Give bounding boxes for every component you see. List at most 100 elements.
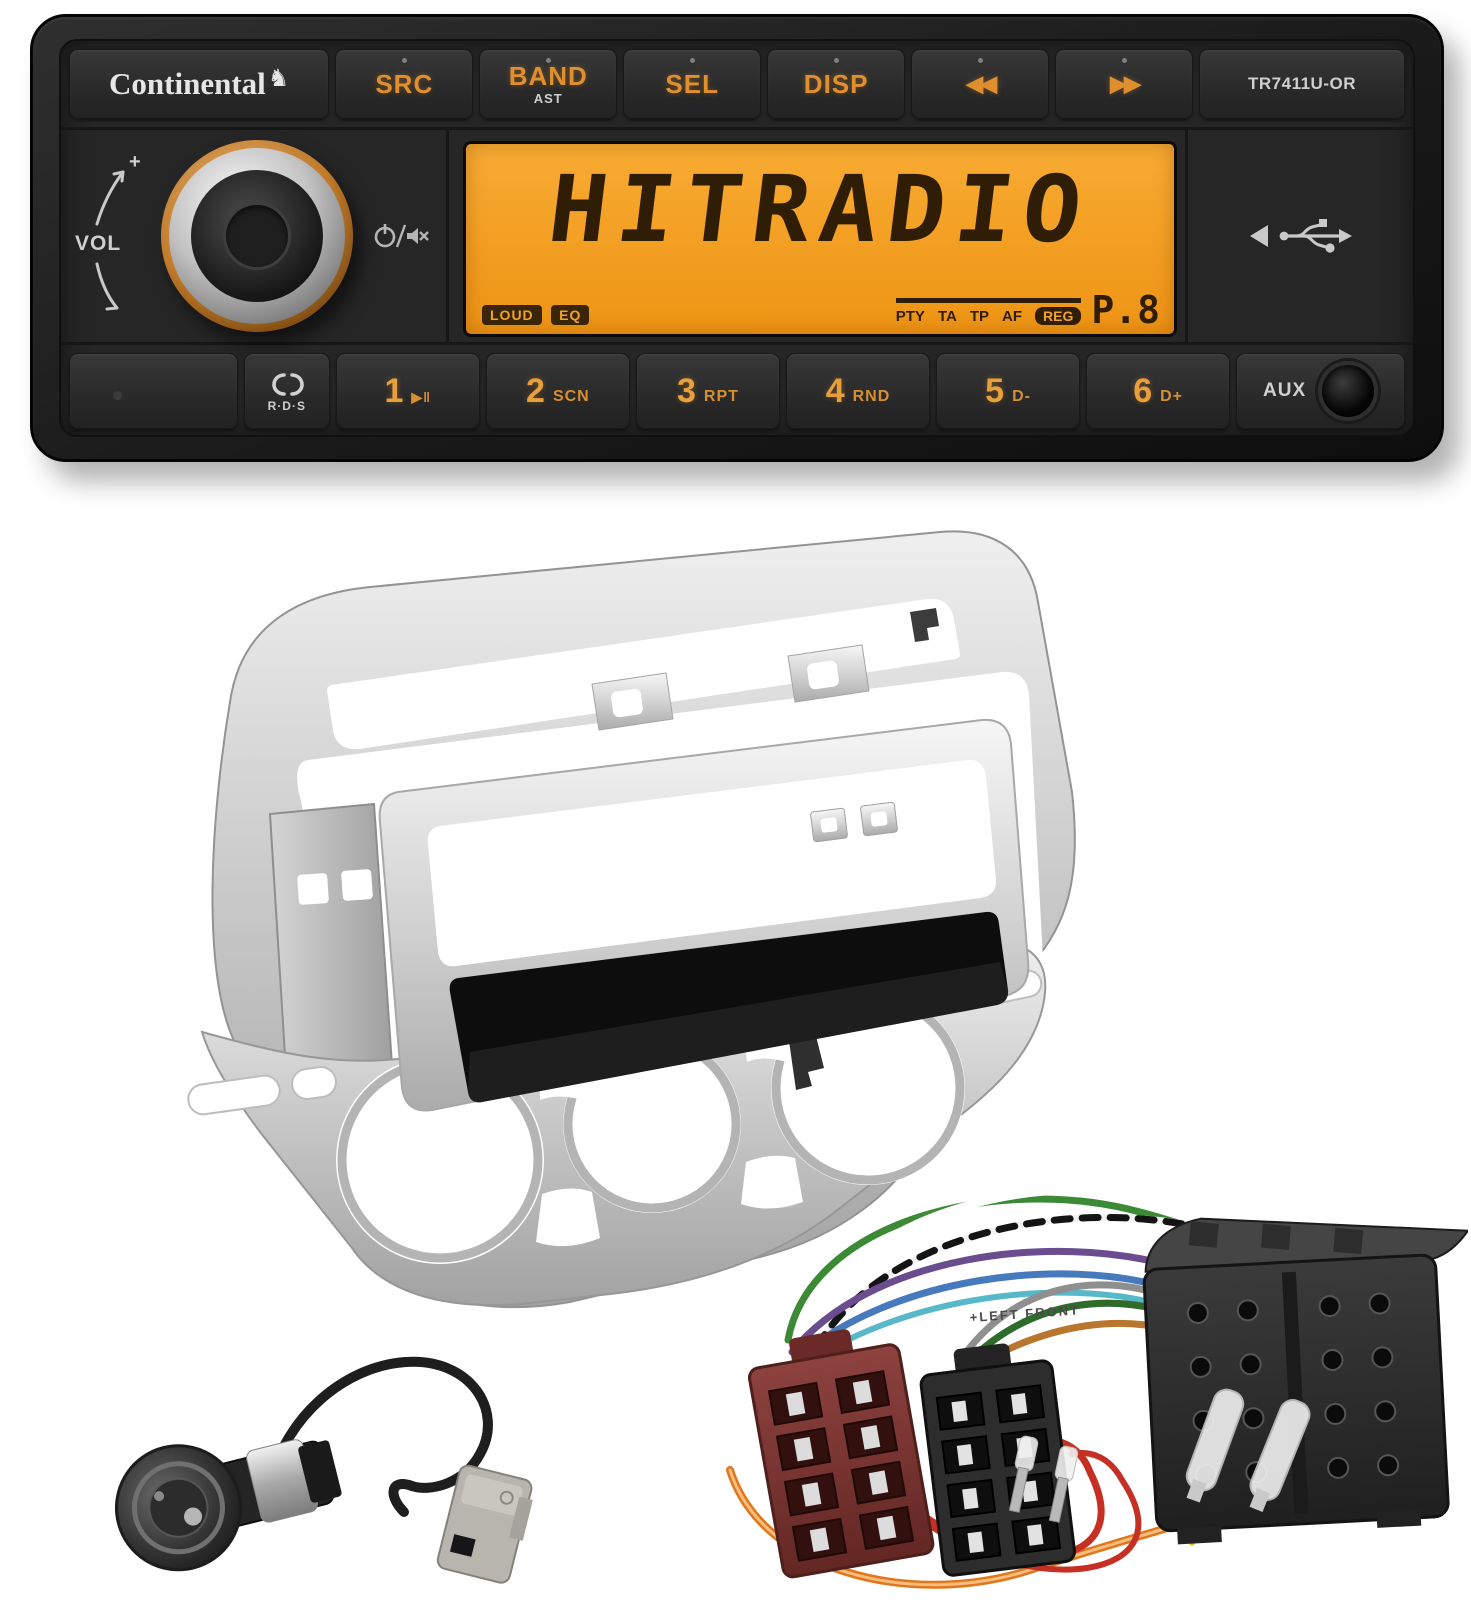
wiring-harness-image: +LEFT FRONT xyxy=(726,1185,1468,1589)
ta-indicator: TA xyxy=(937,307,957,325)
brand-logo: Continental ♞ xyxy=(69,49,330,119)
sel-button: SEL xyxy=(623,49,762,119)
aux-jack-socket xyxy=(1318,361,1379,421)
display-panel: HITRADIO LOUD EQ PTY TA TP xyxy=(449,130,1185,342)
loud-badge: LOUD xyxy=(482,305,542,325)
radio-middle-row: + VOL xyxy=(61,130,1413,342)
dash-frame-image xyxy=(187,530,1076,1308)
disp-button-label: DISP xyxy=(803,68,869,99)
src-button: SRC xyxy=(335,49,474,119)
radio-top-button-row: Continental ♞ SRC BAND AST SEL xyxy=(61,41,1413,130)
fast-forward-icon: ▶▶ xyxy=(1110,71,1141,96)
af-indicator: AF xyxy=(1002,307,1023,325)
eq-badge: EQ xyxy=(551,305,590,325)
crimp-terminal xyxy=(1008,1435,1039,1513)
preset-4-sublabel: RND xyxy=(852,388,891,405)
fast-forward-button: ▶▶ xyxy=(1055,49,1194,119)
src-button-label: SRC xyxy=(375,68,434,99)
radio-bottom-button-row: R·D·S 1 ▶‖ 2 SCN 3 RPT 4 RND xyxy=(61,342,1413,437)
tp-indicator: TP xyxy=(969,307,990,325)
preset-3-button: 3 RPT xyxy=(635,353,780,429)
vent-clip-hole xyxy=(807,660,839,690)
lcd-left-badges: LOUD EQ xyxy=(482,305,594,325)
preset-2-number: 2 xyxy=(526,371,545,410)
usb-port-panel xyxy=(1185,130,1413,342)
preset-3-number: 3 xyxy=(676,371,696,410)
button-led xyxy=(978,58,984,63)
disp-button: DISP xyxy=(767,49,906,119)
rewind-icon: ◀◀ xyxy=(966,71,997,96)
antenna-adapter-image xyxy=(114,1356,533,1584)
preset-4-number: 4 xyxy=(825,371,845,410)
button-led xyxy=(402,58,408,63)
model-label-panel: TR7411U-OR xyxy=(1199,49,1405,119)
rds-indicator-bar: PTY TA TP AF REG xyxy=(895,298,1082,325)
rds-logo-panel: R·D·S xyxy=(243,353,330,429)
button-led xyxy=(546,58,552,63)
vent-clip-hole xyxy=(611,688,643,718)
radio-slot-opening xyxy=(427,759,997,967)
band-button: BAND AST xyxy=(479,49,618,119)
din-bezel xyxy=(378,718,1030,1112)
play-pause-icon: ▶‖ xyxy=(411,388,432,405)
aux-panel: AUX xyxy=(1236,353,1405,429)
storage-pocket-floor xyxy=(468,962,1009,1103)
preset-5-button: 5 D- xyxy=(936,353,1081,429)
bullet-connector xyxy=(1185,1388,1245,1503)
preset-3-sublabel: RPT xyxy=(703,388,739,405)
horse-icon: ♞ xyxy=(267,64,290,92)
model-number: TR7411U-OR xyxy=(1248,74,1356,93)
power-mute-icon xyxy=(374,224,429,248)
usb-icon xyxy=(1249,219,1352,253)
band-button-label: BAND xyxy=(508,61,588,91)
preset-5-number: 5 xyxy=(985,371,1005,410)
antenna-cable xyxy=(267,1356,493,1517)
lcd-status-row: LOUD EQ PTY TA TP AF REG xyxy=(482,287,1160,332)
blank-panel xyxy=(69,353,238,429)
preset-1-number: 1 xyxy=(384,371,404,410)
iso-connector-red xyxy=(747,1329,935,1579)
vehicle-antenna-connector xyxy=(436,1464,533,1584)
preset-6-number: 6 xyxy=(1133,371,1153,410)
knob-chrome-ring xyxy=(169,148,345,324)
preset-6-sublabel: D+ xyxy=(1160,388,1184,405)
rewind-button: ◀◀ xyxy=(911,49,1050,119)
radio-faceplate: Continental ♞ SRC BAND AST SEL xyxy=(59,39,1415,437)
preset-2-button: 2 SCN xyxy=(485,353,630,429)
button-led xyxy=(1122,58,1128,63)
vol-plus-label: + xyxy=(129,151,141,173)
iso-antenna-plug xyxy=(114,1439,342,1572)
crimp-terminal xyxy=(1048,1445,1079,1523)
screw-detail xyxy=(113,391,123,400)
bullet-connector xyxy=(1249,1399,1311,1512)
vent-metal-clip xyxy=(910,608,939,642)
vent-slot-opening xyxy=(327,598,960,750)
knob-center-button xyxy=(223,202,291,270)
pty-indicator: PTY xyxy=(895,307,925,325)
station-name-text: HITRADIO xyxy=(543,156,1098,263)
preset-2-sublabel: SCN xyxy=(552,388,590,405)
brand-logo-text: Continental xyxy=(109,66,266,101)
volume-arrows-icon: + VOL xyxy=(75,151,141,311)
rds-label: R·D·S xyxy=(267,399,306,413)
reg-badge: REG xyxy=(1035,307,1082,325)
band-button-sublabel: AST xyxy=(533,91,563,106)
preset-number: P.8 xyxy=(1091,287,1160,332)
lcd-display: HITRADIO LOUD EQ PTY TA TP xyxy=(463,141,1177,337)
rds-disc-icon xyxy=(272,373,304,396)
volume-knob xyxy=(161,140,353,332)
preset-4-button: 4 RND xyxy=(785,353,931,429)
iso-connector-black xyxy=(919,1343,1076,1577)
car-radio: Continental ♞ SRC BAND AST SEL xyxy=(30,14,1444,462)
volume-knob-panel: + VOL xyxy=(61,130,449,342)
preset-1-button: 1 ▶‖ xyxy=(335,353,480,429)
button-led xyxy=(834,58,840,63)
lcd-right-indicators: PTY TA TP AF REG P.8 xyxy=(895,287,1160,332)
latch-clip xyxy=(788,1028,824,1090)
button-led xyxy=(690,58,696,63)
sel-button-label: SEL xyxy=(665,68,719,99)
aux-label: AUX xyxy=(1263,380,1307,401)
preset-6-button: 6 D+ xyxy=(1086,353,1231,429)
preset-5-sublabel: D- xyxy=(1012,388,1031,405)
